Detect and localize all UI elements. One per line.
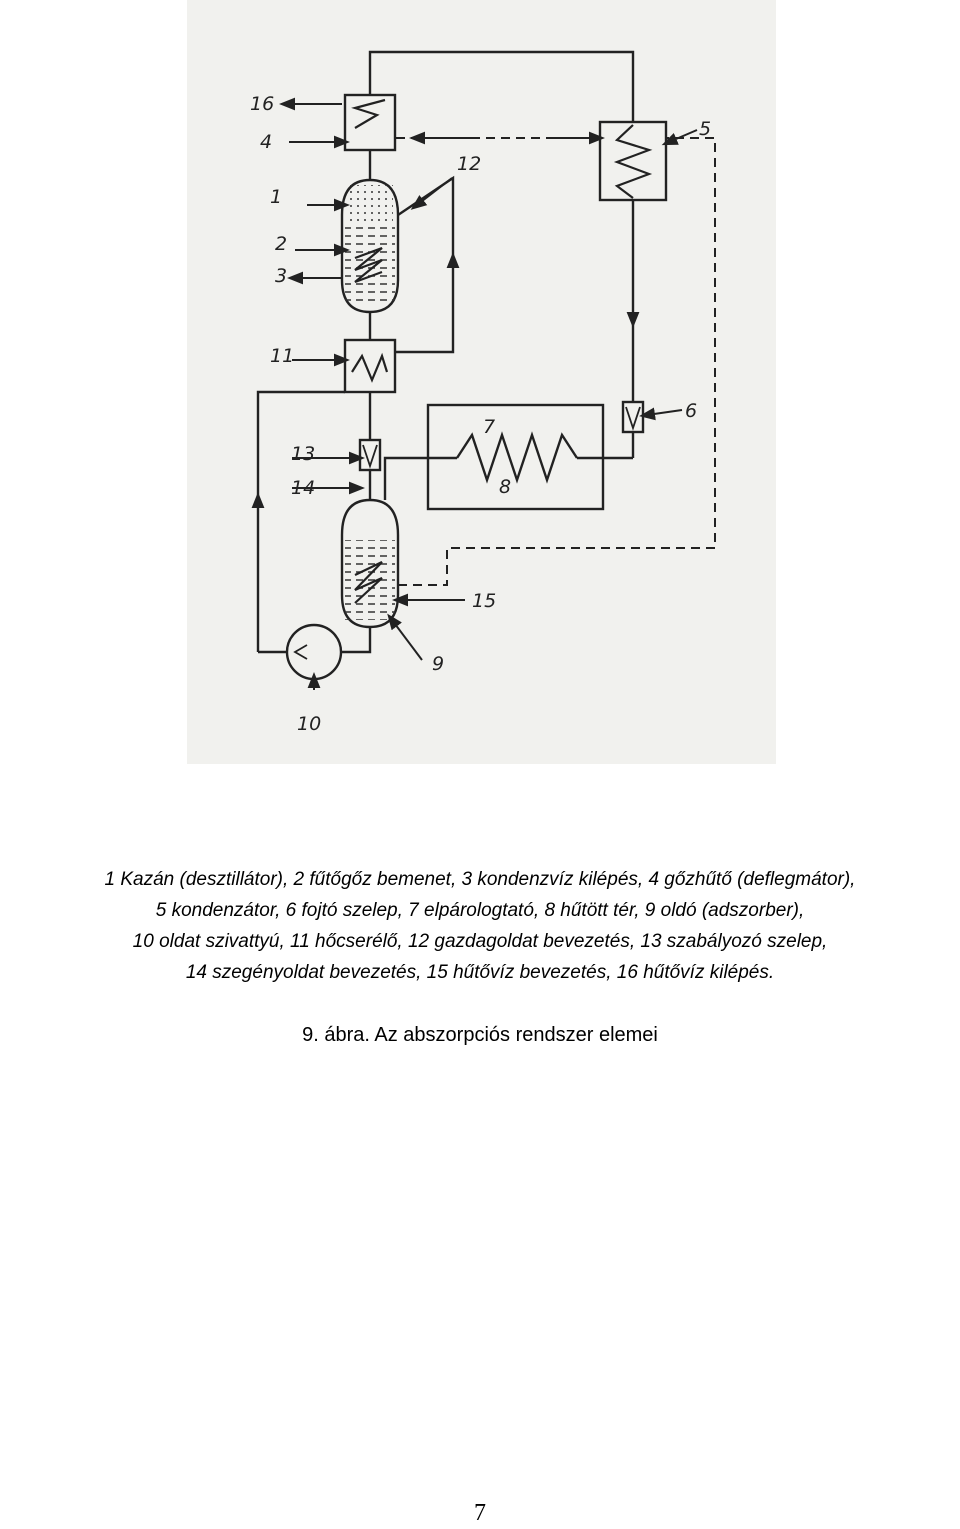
label-7: 7 [483,416,495,438]
label-9: 9 [432,653,444,675]
label-15: 15 [472,590,496,612]
heat-exchanger-coil [351,352,389,383]
label-6: 6 [685,400,697,422]
boiler-vessel [340,178,400,314]
boiler-coil [354,246,383,284]
label-3: 3 [275,265,287,287]
absorption-system-diagram: 16 4 1 2 3 5 12 11 6 7 8 13 14 15 9 10 [187,0,776,764]
label-1: 1 [270,186,282,208]
legend-line: 14 szegényoldat bevezetés, 15 hűtővíz be… [185,962,775,983]
label-14: 14 [291,477,315,499]
label-16: 16 [250,93,274,115]
condenser [598,120,668,202]
condenser-coil [613,124,653,199]
evaporator-coil [455,431,579,484]
label-4: 4 [260,131,272,153]
figure-caption: 9. ábra. Az abszorpciós rendszer elemei [302,1024,658,1046]
vapor-line [368,50,635,122]
label-13: 13 [291,443,315,465]
legend-line: 10 oldat szivattyú, 11 hőcserélő, 12 gaz… [132,931,828,952]
heat-exchanger [343,338,397,394]
label-2: 2 [275,233,287,255]
label-12: 12 [457,153,481,175]
legend-line: 1 Kazán (desztillátor), 2 fűtőgőz bemene… [104,869,856,890]
label-10: 10 [297,713,321,735]
figure-legend: 1 Kazán (desztillátor), 2 fűtőgőz bemene… [0,864,960,988]
label-11: 11 [270,345,294,367]
label-5: 5 [699,118,711,140]
label-8: 8 [499,476,511,498]
legend-line: 5 kondenzátor, 6 fojtó szelep, 7 elpárol… [155,900,805,921]
page-number: 7 [474,1500,486,1526]
absorber-coil [354,561,383,604]
deflegmator-coil [351,98,386,129]
